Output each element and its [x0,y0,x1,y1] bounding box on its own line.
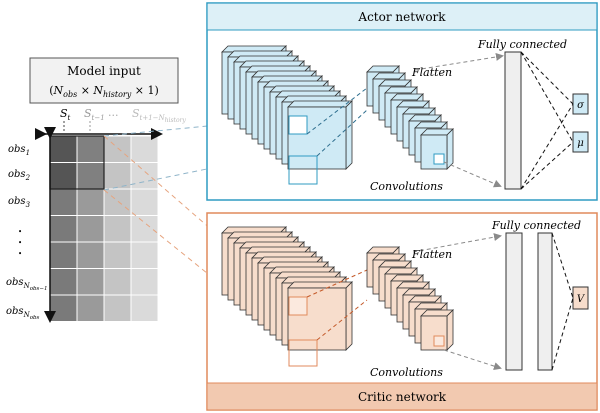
actor-convolutions-label: Convolutions [370,180,443,193]
grid-cell [49,188,78,216]
grid-cell [76,188,105,216]
actor-kernel-top [288,115,308,135]
critic-output-v: V [577,294,586,305]
critic-flatten-label: Flatten [411,248,452,261]
row-label-obs-n: obsNobs [6,306,40,321]
grid-cell [49,268,78,296]
critic-outputs: V [551,232,589,371]
grid-cell [130,135,159,163]
actor-flatten-label: Flatten [411,66,452,79]
critic-kernel-link [316,299,368,341]
actor-flatten-kernel [433,153,445,165]
grid-cell [130,188,159,216]
grid-cell [103,162,132,190]
grid-cell [103,268,132,296]
col-label-st1: St−1 [84,107,105,122]
grid-cell [130,215,159,243]
actor-kernel-link [306,87,368,135]
actor-arrows [414,53,504,188]
actor-flatten-stack [366,65,454,170]
critic-kernel-link [306,269,368,298]
grid-cell [103,215,132,243]
grid-cell [103,241,132,269]
grid-cell [76,162,105,190]
critic-convolutions-label: Convolutions [370,366,443,379]
input-column-labels: St St−1 ... St+1−Nhistory [60,106,186,133]
actor-conv-layer-side [345,100,353,170]
actor-conv-stack [221,45,368,185]
grid-cell [76,215,105,243]
actor-fully-connected-label: Fully connected [477,38,567,51]
model-input-formula: (Nobs × Nhistory × 1) [49,84,159,99]
critic-network-title: Critic network [358,390,447,404]
col-label-dots: ... [108,106,119,119]
actor-kernel-bottom [288,155,318,185]
critic-flatten-layer-side [446,309,454,351]
actor-conv-layer-top [287,100,353,108]
actor-network-title: Actor network [357,10,446,24]
model-input-box: Model input (Nobs × Nhistory × 1) [29,57,179,104]
actor-kernel-link [316,109,368,157]
critic-flatten-stack [366,246,454,351]
row-vdot-3: • [18,250,22,258]
grid-cell [49,215,78,243]
row-vdot-2: • [18,239,22,247]
grid-cell [76,135,105,163]
grid-cell [76,294,105,322]
critic-kernel-top [288,296,308,316]
critic-kernel-bottom [288,339,318,367]
grid-cell [49,241,78,269]
grid-cell [103,135,132,163]
actor-output-mu: μ [577,138,584,149]
critic-flatten-kernel [433,335,445,347]
input-axes [35,127,163,323]
critic-conv-stack [221,226,368,367]
grid-cell [130,268,159,296]
critic-arrows [412,233,502,370]
grid-cell [130,294,159,322]
grid-cell [49,135,78,163]
row-label-obs-n-1: obsNobs−1 [6,277,47,292]
col-label-st: St [60,107,71,122]
row-label-obs3: obs3 [8,196,31,209]
actor-fc [504,51,522,190]
row-vdot-1: • [18,228,22,236]
grid-cell [130,241,159,269]
actor-outputs: σ μ [520,51,589,190]
grid-cell [130,162,159,190]
critic-conv-layer-top [287,281,353,289]
critic-fc [505,232,553,371]
grid-cell [103,294,132,322]
critic-fully-connected-label: Fully connected [491,219,581,232]
actor-output-sigma: σ [577,100,585,111]
grid-cell [76,268,105,296]
input-grid [49,135,159,322]
col-label-stn: St+1−Nhistory [132,107,186,124]
actor-flatten-layer-side [446,128,454,170]
grid-cell [103,188,132,216]
row-label-obs2: obs2 [8,169,31,182]
grid-cell [49,294,78,322]
input-row-labels: obs1 obs2 obs3 • • • obsNobs−1 obsNobs [6,144,47,321]
grid-cell [49,162,78,190]
model-input-title: Model input [67,64,141,78]
row-label-obs1: obs1 [8,144,30,157]
grid-cell [76,241,105,269]
